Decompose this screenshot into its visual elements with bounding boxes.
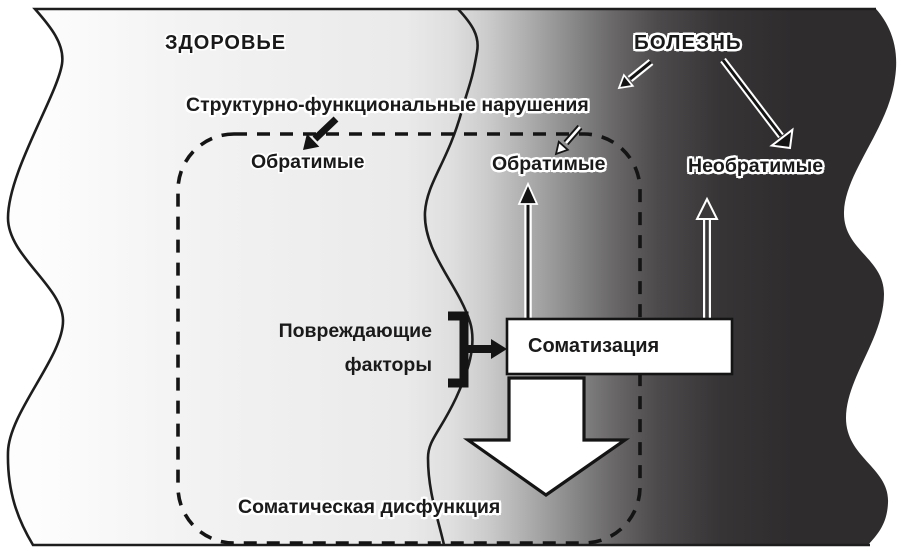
big-down-arrow: [462, 376, 631, 497]
arrow-disease-to-disorders: [617, 59, 654, 90]
irreversible-label: Необратимые: [688, 155, 824, 177]
somatization-label: Соматизация: [528, 335, 660, 357]
damaging-factors-bracket: [448, 311, 507, 388]
arrow-disorders-to-reversible-right: [554, 124, 583, 156]
disease-zone-title: БОЛЕЗНЬ: [634, 31, 742, 54]
reversible-right-label: Обратимые: [492, 153, 606, 175]
figure-border: [6, 7, 876, 547]
somatic-dysfunction-label: Соматическая дисфункция: [238, 496, 501, 518]
reversible-left-label: Обратимые: [251, 151, 365, 173]
somatization-box: [505, 317, 734, 376]
arrow-somatization-to-reversible: [517, 181, 539, 318]
damaging-factors-line2: факторы: [344, 354, 432, 376]
arrow-somatization-to-irreversible: [695, 196, 719, 318]
health-disease-boundary-wave: [423, 8, 479, 546]
arrow-disorders-to-reversible-left: [303, 116, 339, 150]
disorders-label: Структурно-функциональные нарушения: [186, 94, 589, 116]
damaging-factors-line1: Повреждающие: [278, 320, 432, 342]
arrow-disease-to-irreversible: [720, 57, 794, 150]
figure-background: [7, 9, 897, 545]
damaging-factors-label: Повреждающие факторы: [240, 314, 432, 382]
health-zone-title: ЗДОРОВЬЕ: [165, 32, 287, 54]
